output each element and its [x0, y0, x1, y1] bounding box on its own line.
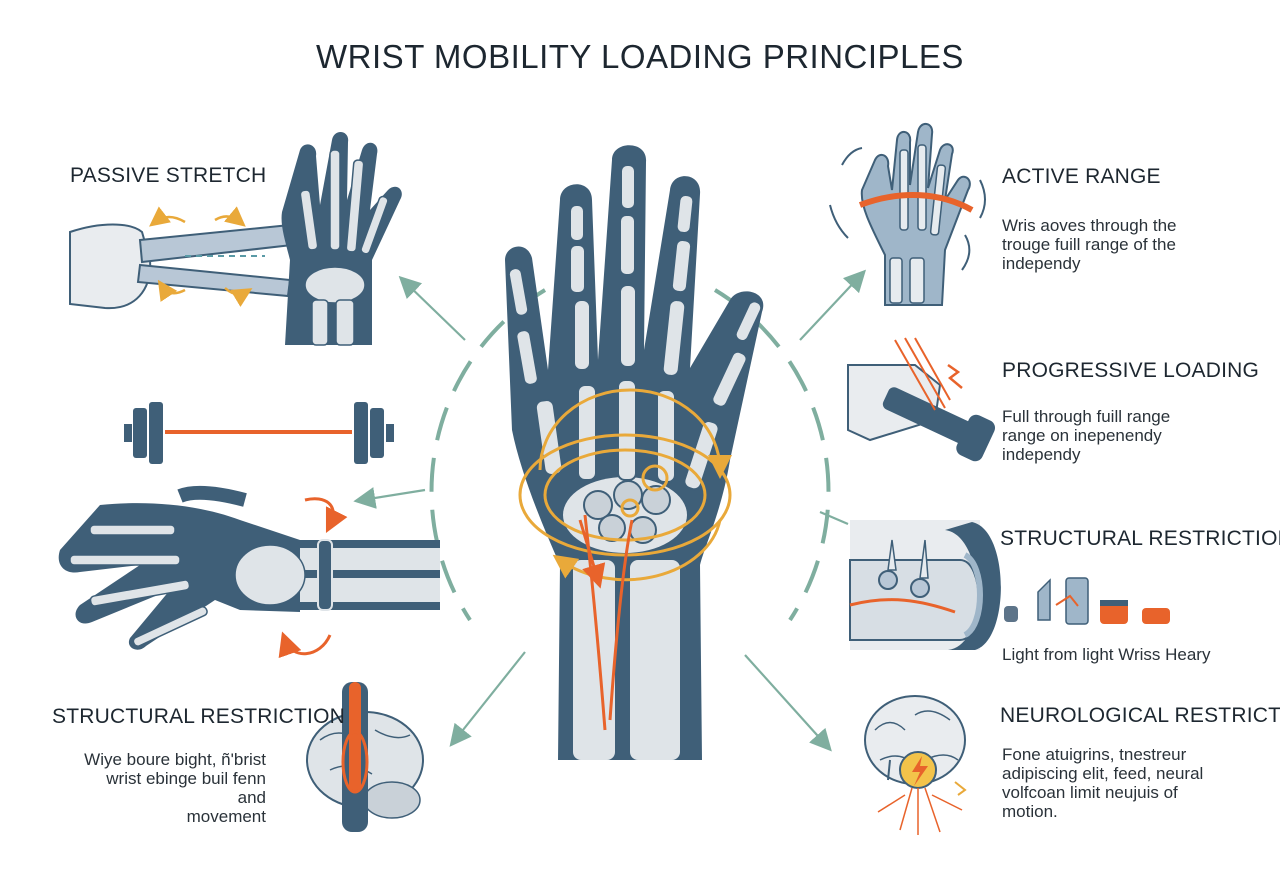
dumbbell-grip-illustration	[847, 337, 996, 462]
active-range-description: Wris aoves through the trouge fuill rang…	[1002, 216, 1177, 273]
lightning-icon	[947, 363, 963, 389]
progressive-loading-description: Full through fuill range range on inepen…	[1002, 407, 1171, 464]
progressive-loading-label: PROGRESSIVE LOADING	[1002, 359, 1260, 382]
rotating-forearm-illustration	[58, 485, 440, 659]
arrow-to-structural	[819, 510, 849, 526]
passive-stretch-hand-illustration	[69, 131, 402, 346]
brain-nerve-illustration	[864, 695, 967, 835]
neurological-restriction-label: NEUROLOGICAL RESTRICTION	[1000, 704, 1280, 727]
barbell-icon	[124, 402, 394, 464]
active-range-label: ACTIVE RANGE	[1002, 165, 1161, 188]
passive-stretch-label: PASSIVE STRETCH	[70, 164, 267, 187]
active-range-hand-illustration	[829, 123, 986, 306]
structural-restriction-right-label: STRUCTURAL RESTRICTION	[1000, 527, 1280, 550]
joint-cross-section-illustration	[849, 520, 1001, 650]
restriction-legend-icons	[1004, 577, 1170, 625]
brain-spine-illustration	[306, 682, 424, 832]
arrow-to-neurological	[744, 654, 832, 752]
structural-restriction-left-description: Wiye boure bight, ñ'brist wrist ebinge b…	[84, 750, 266, 826]
neurological-restriction-description: Fone atuigrins, tnestreur adipiscing eli…	[1002, 745, 1204, 821]
structural-restriction-left-label: STRUCTURAL RESTRICTION	[52, 705, 345, 728]
structural-restriction-legend: Light from light Wriss Heary	[1002, 645, 1211, 664]
arrow-to-rotation	[353, 487, 426, 509]
central-hand-skeleton-illustration	[505, 145, 764, 760]
connector-arrows	[353, 269, 867, 752]
arrow-to-passive-stretch	[398, 275, 466, 341]
arrow-to-structural-left	[449, 651, 526, 747]
arrow-to-active-range	[799, 269, 867, 341]
page-title: WRIST MOBILITY LOADING PRINCIPLES	[316, 38, 964, 75]
lightning-icon	[912, 756, 928, 786]
